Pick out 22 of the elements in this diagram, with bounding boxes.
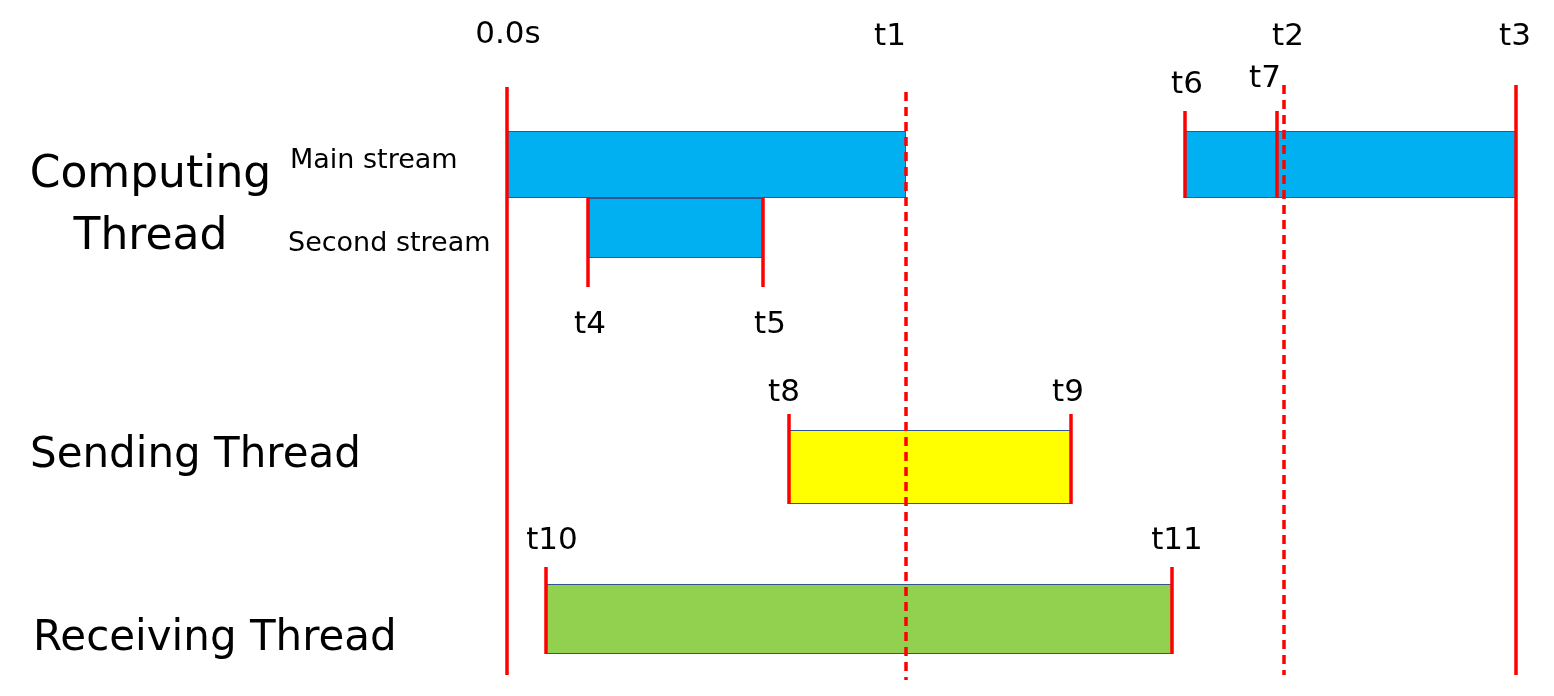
task-bar [507,131,906,198]
time-label: t5 [754,304,786,342]
thread-label: Sending Thread [30,428,361,479]
time-label: t9 [1052,372,1084,410]
thread-label: Computing Thread [28,145,273,261]
time-label: t8 [768,372,800,410]
thread-label: Receiving Thread [33,611,397,662]
time-label: t2 [1272,16,1304,54]
task-bar [588,198,763,258]
time-label: t7 [1249,58,1281,96]
task-bar [546,584,1172,654]
task-bar [1185,131,1516,198]
time-label: t6 [1171,64,1203,102]
time-label: t10 [526,520,578,558]
time-label: t3 [1499,16,1531,54]
time-label: t4 [574,304,606,342]
stream-label: Second stream [288,226,491,259]
time-label: 0.0s [475,14,541,52]
time-label: t11 [1151,520,1203,558]
time-label: t1 [874,16,906,54]
task-bar [789,430,1071,504]
stream-label: Main stream [290,143,458,176]
